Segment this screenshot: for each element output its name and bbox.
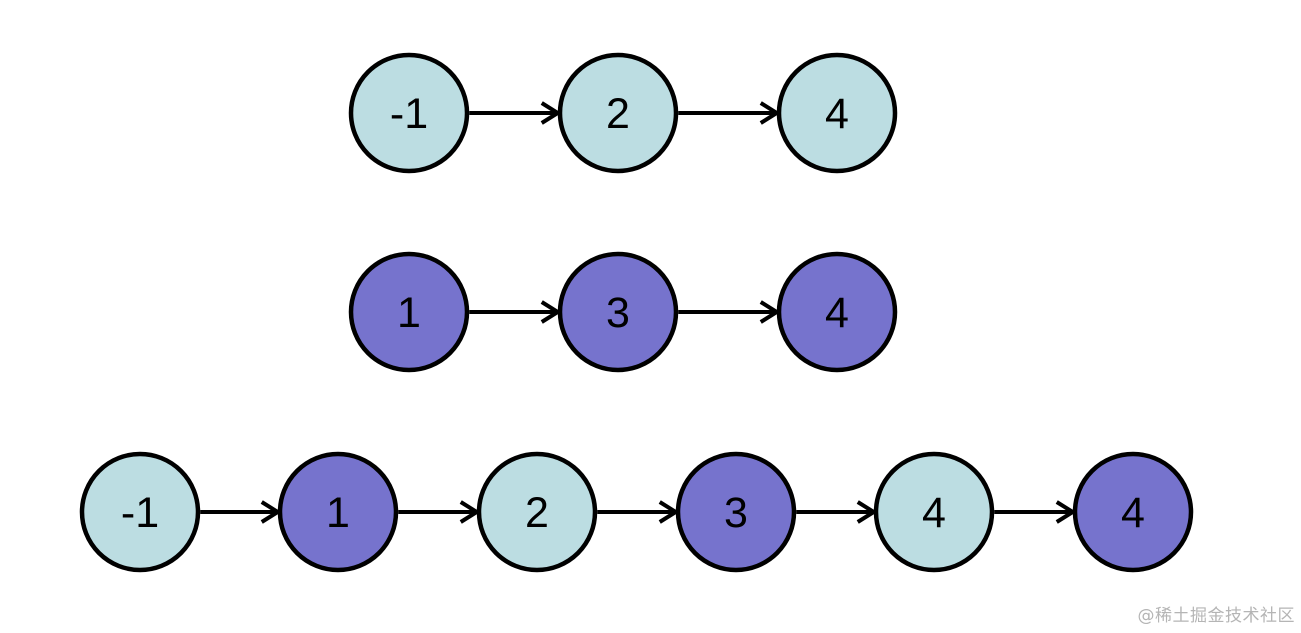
merged-list-node: 4	[873, 451, 995, 573]
list2-node: 1	[348, 251, 470, 373]
node-circle	[776, 52, 898, 174]
node-circle	[1072, 451, 1194, 573]
node-circle	[476, 451, 598, 573]
node-circle	[348, 52, 470, 174]
node-value: 1	[397, 289, 421, 337]
next-pointer-arrow	[678, 300, 781, 324]
node-value: -1	[390, 90, 428, 138]
node-circle	[557, 52, 679, 174]
node-circle	[79, 451, 201, 573]
next-pointer-arrow	[200, 500, 282, 524]
list2-node: 3	[557, 251, 679, 373]
next-pointer-arrow	[469, 300, 562, 324]
next-pointer-arrow	[796, 500, 878, 524]
node-value: 1	[326, 489, 350, 537]
next-pointer-arrow	[994, 500, 1077, 524]
node-value: 2	[525, 489, 549, 537]
node-circle	[776, 251, 898, 373]
node-circle	[557, 251, 679, 373]
merged-list-node: 4	[1072, 451, 1194, 573]
merged-list-node: 3	[675, 451, 797, 573]
next-pointer-arrow	[597, 500, 680, 524]
next-pointer-arrow	[469, 101, 562, 125]
node-value: 4	[1121, 489, 1145, 537]
next-pointer-arrow	[398, 500, 481, 524]
node-circle	[675, 451, 797, 573]
node-circle	[277, 451, 399, 573]
list1-node: 4	[776, 52, 898, 174]
merged-list-node: 2	[476, 451, 598, 573]
node-circle	[348, 251, 470, 373]
next-pointer-arrow	[678, 101, 781, 125]
node-value: 3	[724, 489, 748, 537]
node-value: -1	[121, 489, 159, 537]
node-circle	[873, 451, 995, 573]
node-value: 4	[825, 289, 849, 337]
merged-list-node: -1	[79, 451, 201, 573]
node-value: 4	[825, 90, 849, 138]
node-value: 2	[606, 90, 630, 138]
list1-node: -1	[348, 52, 470, 174]
list1-node: 2	[557, 52, 679, 174]
merged-list-node: 1	[277, 451, 399, 573]
node-value: 4	[922, 489, 946, 537]
list2-node: 4	[776, 251, 898, 373]
node-value: 3	[606, 289, 630, 337]
watermark: @稀土掘金技术社区	[1137, 606, 1295, 626]
